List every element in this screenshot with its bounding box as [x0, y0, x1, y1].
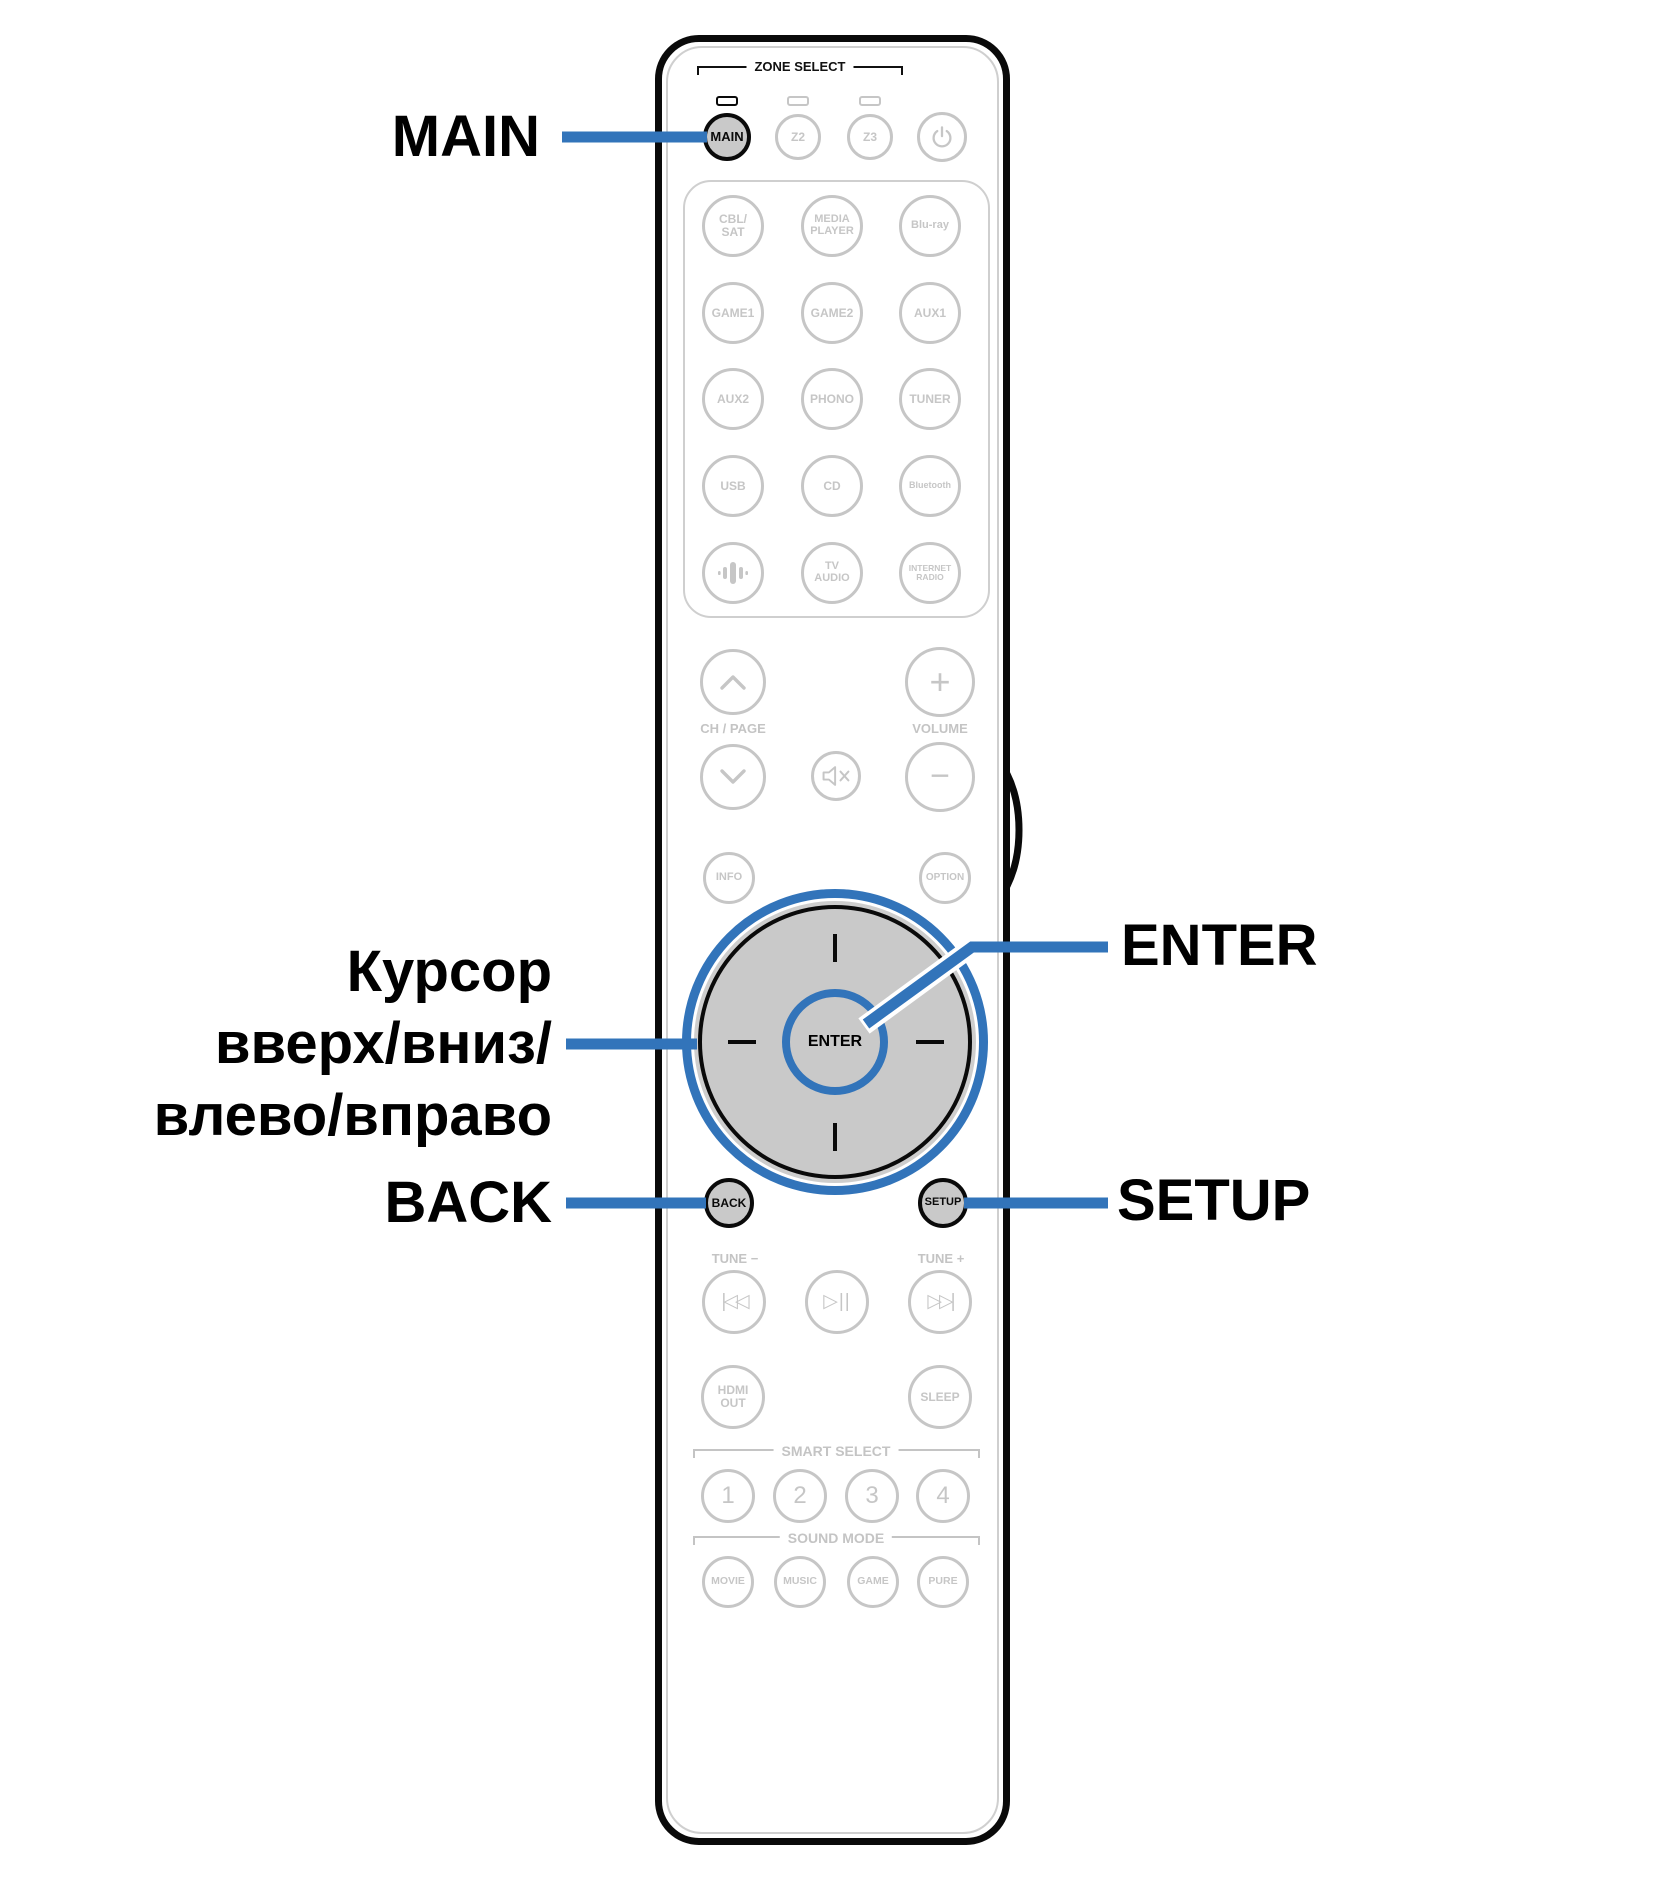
source-game1-button[interactable]: GAME1: [702, 282, 764, 344]
mute-button[interactable]: [811, 751, 861, 801]
smart-select-4-button[interactable]: 4: [916, 1469, 970, 1523]
cursor-left-mark[interactable]: [728, 1040, 756, 1044]
tune-minus-label: TUNE −: [711, 1251, 759, 1266]
remote-body-inner-line: [666, 46, 999, 1834]
source-media-player-button[interactable]: MEDIA PLAYER: [801, 195, 863, 257]
source-bluetooth-button[interactable]: Bluetooth: [899, 455, 961, 517]
power-icon: [932, 126, 952, 148]
main-button[interactable]: MAIN: [703, 113, 751, 161]
channel-up-button[interactable]: [700, 649, 766, 715]
source-aux2-button[interactable]: AUX2: [702, 368, 764, 430]
info-button[interactable]: INFO: [703, 852, 755, 904]
setup-button[interactable]: SETUP: [918, 1178, 968, 1228]
cursor-up-mark[interactable]: [833, 934, 837, 962]
sound-mode-label: SOUND MODE: [779, 1530, 893, 1546]
hdmi-out-button[interactable]: HDMI OUT: [701, 1365, 765, 1429]
option-button[interactable]: OPTION: [919, 852, 971, 904]
z3-led: [859, 96, 881, 106]
main-led: [716, 96, 738, 106]
source-cd-button[interactable]: CD: [801, 455, 863, 517]
smart-select-label: SMART SELECT: [773, 1443, 899, 1459]
source-internet-radio-button[interactable]: INTERNET RADIO: [899, 542, 961, 604]
enter-callout-line: [862, 941, 1108, 1029]
sound-mode-music-button[interactable]: MUSIC: [774, 1556, 826, 1608]
chevron-down-icon: [720, 769, 746, 784]
tune-plus-label: TUNE +: [917, 1251, 965, 1266]
ch-page-label: CH / PAGE: [700, 721, 766, 736]
source-phono-button[interactable]: PHONO: [801, 368, 863, 430]
volume-down-button[interactable]: −: [905, 742, 975, 812]
sound-mode-movie-button[interactable]: MOVIE: [702, 1556, 754, 1608]
source-usb-button[interactable]: USB: [702, 455, 764, 517]
source-blu-ray-button[interactable]: Blu-ray: [899, 195, 961, 257]
back-button[interactable]: BACK: [704, 1178, 754, 1228]
source-cbl-sat-button[interactable]: CBL/ SAT: [702, 195, 764, 257]
heos-icon: [718, 562, 748, 584]
enter-button[interactable]: ENTER: [782, 989, 888, 1095]
volume-label: VOLUME: [912, 721, 968, 736]
cursor-down-mark[interactable]: [833, 1123, 837, 1151]
zone-select-label: ZONE SELECT: [746, 59, 854, 74]
channel-down-button[interactable]: [700, 744, 766, 810]
sound-mode-game-button[interactable]: GAME: [847, 1556, 899, 1608]
source-group-outline: [683, 180, 990, 618]
smart-select-2-button[interactable]: 2: [773, 1469, 827, 1523]
play-pause-button[interactable]: ▷||: [805, 1270, 869, 1334]
volume-up-button[interactable]: +: [905, 647, 975, 717]
back-callout-label: BACK: [384, 1170, 552, 1235]
smart-select-1-button[interactable]: 1: [701, 1469, 755, 1523]
smart-select-3-button[interactable]: 3: [845, 1469, 899, 1523]
cursor-right-mark[interactable]: [916, 1040, 944, 1044]
skip-back-button[interactable]: |◁◁: [702, 1270, 766, 1334]
source-tv-audio-button[interactable]: TV AUDIO: [801, 542, 863, 604]
side-bump: [1003, 772, 1023, 888]
chevron-up-icon: [720, 675, 746, 690]
enter-callout-label: ENTER: [1121, 913, 1318, 978]
source-tuner-button[interactable]: TUNER: [899, 368, 961, 430]
source-heos-button[interactable]: [702, 542, 764, 604]
source-game2-button[interactable]: GAME2: [801, 282, 863, 344]
mute-icon: [822, 766, 850, 786]
sleep-button[interactable]: SLEEP: [908, 1365, 972, 1429]
main-callout-label: MAIN: [391, 104, 540, 169]
sound-mode-pure-button[interactable]: PURE: [917, 1556, 969, 1608]
skip-forward-button[interactable]: ▷▷|: [908, 1270, 972, 1334]
z3-button[interactable]: Z3: [847, 114, 893, 160]
setup-callout-label: SETUP: [1117, 1168, 1311, 1233]
z2-led: [787, 96, 809, 106]
source-aux1-button[interactable]: AUX1: [899, 282, 961, 344]
z2-button[interactable]: Z2: [775, 114, 821, 160]
power-button[interactable]: [917, 112, 967, 162]
cursor-callout-label: Курсор вверх/вниз/ влево/вправо: [153, 939, 552, 1148]
